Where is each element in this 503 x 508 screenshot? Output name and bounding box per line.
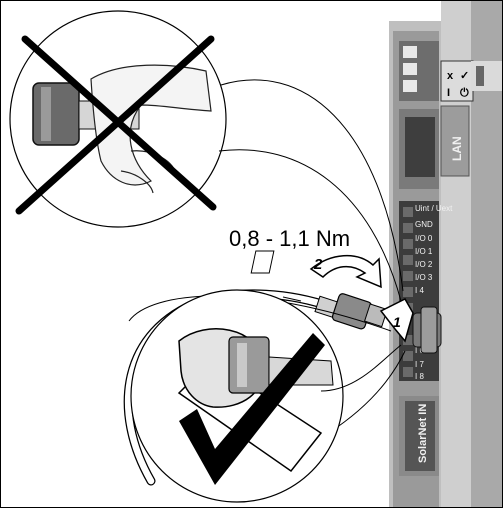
led-label-x: x xyxy=(447,70,454,82)
terminal-label: I/O 3 xyxy=(415,273,433,282)
led-label-check: ✓ xyxy=(460,70,469,82)
device-body: x ✓ I ⏻ LAN Uint / Uext GND I/O 0 I/O 1 … xyxy=(389,1,502,507)
terminal-label: I/O 1 xyxy=(415,247,433,256)
device-connector xyxy=(412,306,442,354)
terminal-label: I 7 xyxy=(415,360,424,369)
led-label-i: I xyxy=(447,87,450,99)
port-lan-label: LAN xyxy=(450,136,464,161)
check-mark-icon xyxy=(179,333,325,485)
torque-label: 0,8 - 1,1 Nm xyxy=(229,226,350,251)
push-arrow-icon: 1 xyxy=(379,298,414,343)
wrench-tighten-illustration xyxy=(128,289,406,503)
port-solarnet-label: SolarNet IN xyxy=(417,404,429,463)
terminal-label: GND xyxy=(415,220,433,229)
step-2-label: 2 xyxy=(313,256,323,273)
terminal-label: I 4 xyxy=(415,286,424,295)
rotation-arrow-icon: 2 xyxy=(250,250,382,289)
terminal-screws xyxy=(403,207,413,377)
terminal-label: I 8 xyxy=(415,372,424,381)
terminal-label: I 6 xyxy=(415,346,424,355)
hand-tighten-illustration xyxy=(9,10,404,302)
step-1-label: 1 xyxy=(393,314,401,330)
terminal-label: I/O 0 xyxy=(415,234,433,243)
terminal-label: I/O 2 xyxy=(415,260,433,269)
led-label-power: ⏻ xyxy=(460,86,469,99)
terminal-label: Uint / Uext xyxy=(415,204,453,213)
cross-mark-icon xyxy=(15,35,217,215)
